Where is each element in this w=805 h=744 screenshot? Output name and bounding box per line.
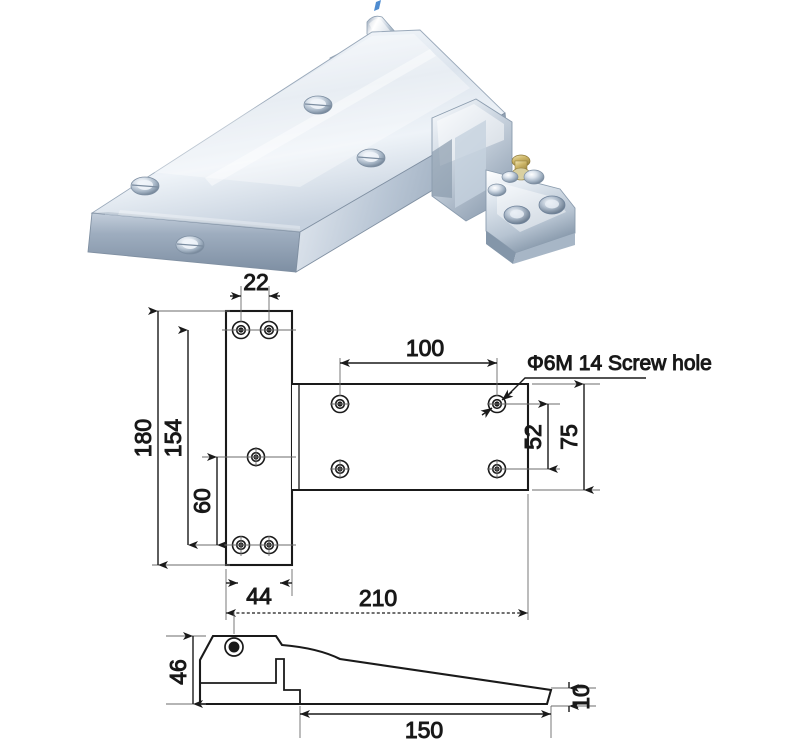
dimension-46-label: 46 [165, 659, 191, 685]
screw-head [130, 176, 160, 196]
side-view-pivot-hole [224, 637, 244, 657]
dimension-180-label: 180 [130, 419, 156, 457]
dimension-22-label: 22 [243, 269, 269, 295]
dimension-52-label: 52 [520, 424, 546, 450]
side-view-outline [198, 634, 553, 706]
base-bracket [485, 154, 576, 264]
brass-screw [511, 154, 545, 185]
dimension-44-label: 44 [246, 583, 272, 609]
dimension-60-label: 60 [189, 488, 215, 514]
screw-head [356, 148, 386, 168]
screw-hole-note: Φ6M 14 Screw hole [527, 352, 712, 375]
dimension-154-label: 154 [160, 419, 186, 458]
arm-screw-holes [130, 95, 386, 255]
screw-head [175, 235, 205, 255]
bracket-screw-holes [487, 171, 566, 225]
top-view-left-plate [224, 309, 294, 567]
hinge-product-photo [0, 0, 805, 300]
dimension-100-label: 100 [406, 335, 444, 361]
dimension-10-label: 10 [568, 684, 594, 710]
dimension-75-label: 75 [556, 424, 582, 450]
dimension-210-label: 210 [359, 585, 397, 611]
watermark-speck [374, 0, 381, 11]
top-view-body [292, 382, 530, 492]
dimension-150-label: 150 [405, 717, 443, 743]
screw-head [303, 95, 333, 115]
screw-hole-leader [480, 377, 646, 418]
